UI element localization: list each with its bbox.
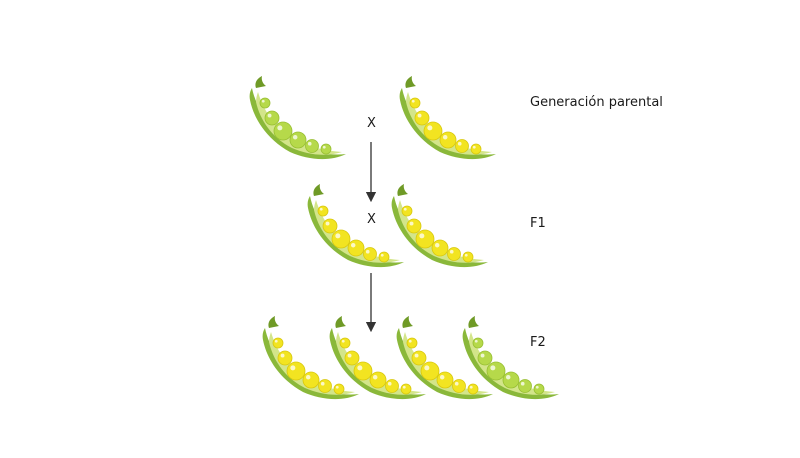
pea-yellow (436, 371, 454, 389)
pea-yellow (302, 371, 320, 389)
label-parental-generation: Generación parental (530, 95, 663, 110)
pea-pod-f2-3-yellow (396, 316, 493, 400)
pea-yellow (353, 361, 373, 381)
pea-green (305, 139, 319, 153)
cross-symbol-parental: X (367, 116, 376, 131)
pea-yellow (344, 350, 360, 366)
pea-yellow (400, 383, 412, 395)
pea-yellow (401, 205, 413, 217)
pea-pod-f1-1-yellow (307, 184, 404, 268)
pea-pod-f2-1-yellow (262, 316, 359, 400)
pea-yellow (378, 251, 390, 263)
pea-green (533, 383, 545, 395)
pea-green (472, 337, 484, 349)
pea-pod-f2-2-yellow (329, 316, 426, 400)
pea-yellow (406, 218, 422, 234)
pea-yellow (409, 97, 421, 109)
pea-green (502, 371, 520, 389)
pea-pod-parental-2-yellow (399, 76, 496, 160)
pea-yellow (333, 383, 345, 395)
pea-pod-parental-1-green (249, 76, 346, 160)
pea-yellow (414, 110, 430, 126)
pea-yellow (431, 239, 449, 257)
pea-yellow (347, 239, 365, 257)
pea-yellow (322, 218, 338, 234)
pea-green (264, 110, 280, 126)
pea-green (273, 121, 293, 141)
pea-yellow (277, 350, 293, 366)
pea-yellow (420, 361, 440, 381)
pea-green (486, 361, 506, 381)
pea-green (289, 131, 307, 149)
pea-green (320, 143, 332, 155)
pea-yellow (447, 247, 461, 261)
pea-green (477, 350, 493, 366)
pea-yellow (363, 247, 377, 261)
label-f2-generation: F2 (530, 335, 546, 350)
pea-yellow (423, 121, 443, 141)
pea-pod-f1-2-yellow (391, 184, 488, 268)
pea-yellow (462, 251, 474, 263)
pea-yellow (272, 337, 284, 349)
pea-yellow (439, 131, 457, 149)
pea-yellow (339, 337, 351, 349)
pea-yellow (317, 205, 329, 217)
pea-yellow (415, 229, 435, 249)
pea-yellow (318, 379, 332, 393)
pea-pod-f2-4-green (462, 316, 559, 400)
pea-yellow (369, 371, 387, 389)
pea-green (259, 97, 271, 109)
pea-yellow (470, 143, 482, 155)
pea-yellow (467, 383, 479, 395)
cross-symbol-f1: X (367, 212, 376, 227)
pea-yellow (331, 229, 351, 249)
pea-yellow (452, 379, 466, 393)
label-f1-generation: F1 (530, 216, 546, 231)
pea-yellow (406, 337, 418, 349)
pea-yellow (455, 139, 469, 153)
pea-yellow (385, 379, 399, 393)
pea-yellow (411, 350, 427, 366)
pea-yellow (286, 361, 306, 381)
pea-green (518, 379, 532, 393)
